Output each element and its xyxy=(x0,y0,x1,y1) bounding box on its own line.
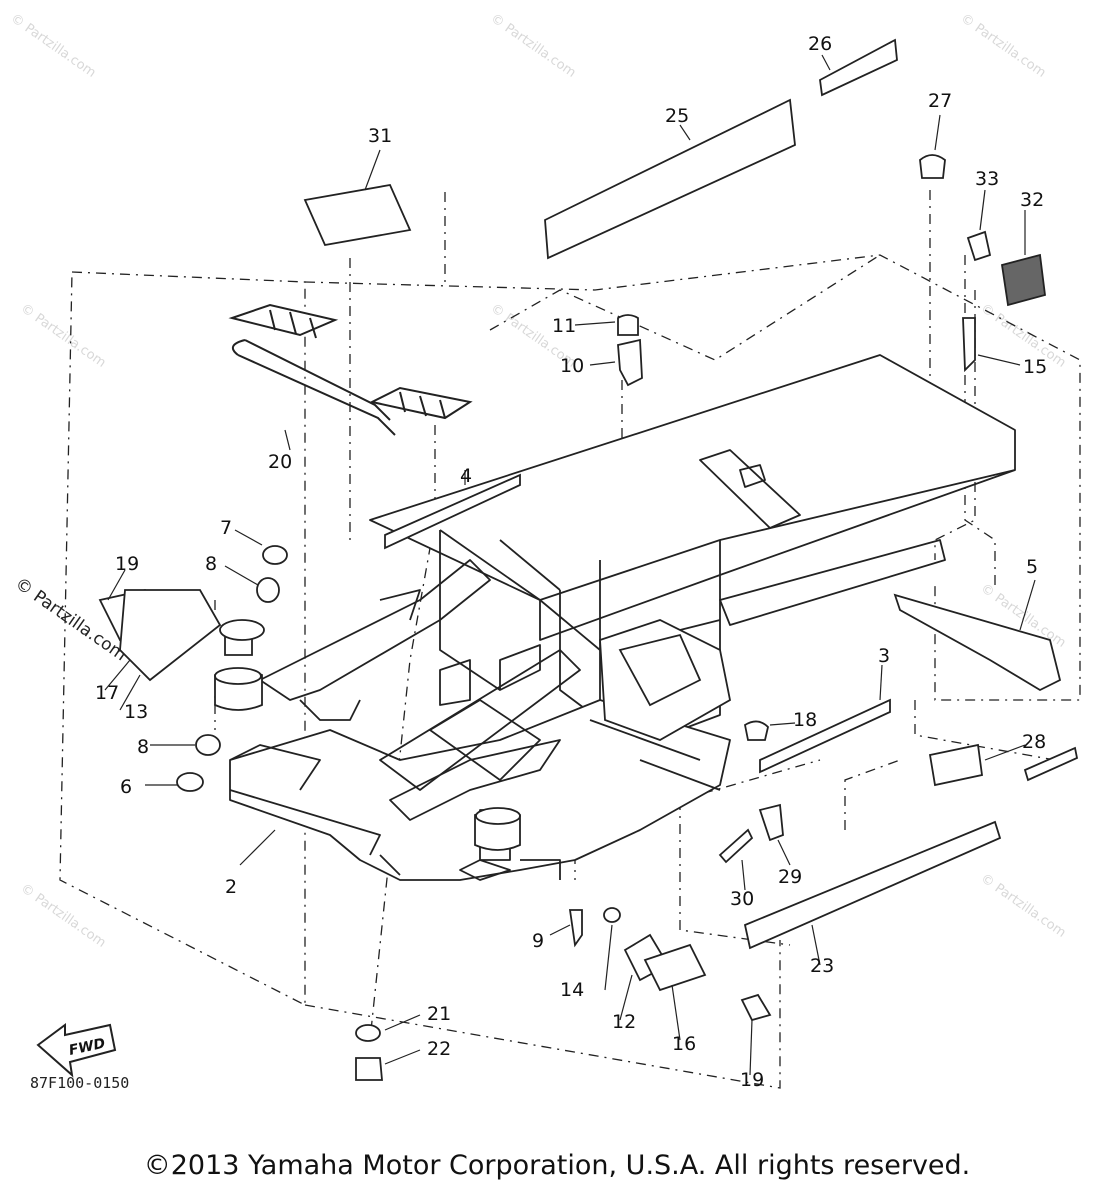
bolt-15 xyxy=(962,317,976,373)
washer-14 xyxy=(603,907,621,923)
fwd-label: FWD xyxy=(68,1036,107,1059)
callout-14: 14 xyxy=(560,979,584,1001)
callout-numbers: 2 3 4 5 6 7 8 8 9 10 11 12 13 14 15 16 1… xyxy=(95,33,1047,1091)
lower-chassis xyxy=(229,699,731,881)
callout-5: 5 xyxy=(1026,556,1038,578)
runner-23 xyxy=(743,820,1002,950)
diagram-code: 87F100-0150 xyxy=(30,1074,130,1092)
loose-parts xyxy=(98,38,1079,1081)
forward-arrow-icon: FWD xyxy=(36,1023,117,1078)
strip-upper xyxy=(1023,746,1079,782)
callout-25: 25 xyxy=(665,105,689,127)
callout-31: 31 xyxy=(368,125,392,147)
watermark-text: © Partzilla.com xyxy=(18,881,109,951)
bushing-8-lower xyxy=(195,734,221,756)
callout-20: 20 xyxy=(268,451,292,473)
callout-17: 17 xyxy=(95,682,119,704)
callout-21: 21 xyxy=(427,1003,451,1025)
callout-8: 8 xyxy=(205,553,217,575)
callout-29: 29 xyxy=(778,866,802,888)
nut-11 xyxy=(617,314,639,336)
reflector-32 xyxy=(1000,253,1046,307)
trim-strip-26 xyxy=(819,38,898,97)
callout-16: 16 xyxy=(672,1033,696,1055)
callout-4: 4 xyxy=(460,465,472,487)
callout-6: 6 xyxy=(120,776,132,798)
callout-8: 8 xyxy=(137,736,149,758)
rails xyxy=(384,473,1062,774)
leader-lines xyxy=(104,54,1036,1076)
label-28 xyxy=(928,743,984,787)
rivet-30 xyxy=(718,828,754,864)
bracket-10 xyxy=(617,338,643,387)
callout-22: 22 xyxy=(427,1038,451,1060)
callout-12: 12 xyxy=(612,1011,636,1033)
watermark-text: © Partzilla.com xyxy=(488,11,579,81)
bushing-7 xyxy=(262,545,288,565)
callout-18: 18 xyxy=(793,709,817,731)
callout-30: 30 xyxy=(730,888,754,910)
watermark-text: © Partzilla.com xyxy=(978,871,1069,941)
callout-19: 19 xyxy=(740,1069,764,1091)
callout-19: 19 xyxy=(115,553,139,575)
callout-10: 10 xyxy=(560,355,584,377)
grommet-33 xyxy=(966,230,992,262)
side-cover-25 xyxy=(544,98,796,260)
boundary-lines xyxy=(59,190,1081,1089)
callout-11: 11 xyxy=(552,315,576,337)
callout-9: 9 xyxy=(532,930,544,952)
nut-21 xyxy=(355,1024,381,1042)
callout-33: 33 xyxy=(975,168,999,190)
bushing-8-upper xyxy=(256,577,280,603)
callout-28: 28 xyxy=(1022,731,1046,753)
callout-32: 32 xyxy=(1020,189,1044,211)
watermark-text: © Partzilla.com xyxy=(8,11,99,81)
spindles xyxy=(214,619,521,851)
callout-27: 27 xyxy=(928,90,952,112)
callout-23: 23 xyxy=(810,955,834,977)
bushing-6 xyxy=(176,772,204,792)
callout-2: 2 xyxy=(225,876,237,898)
nut-22 xyxy=(355,1057,383,1081)
callout-26: 26 xyxy=(808,33,832,55)
label-31 xyxy=(303,183,412,247)
rear-grab-bar xyxy=(228,303,473,436)
main-frame xyxy=(369,354,1016,746)
bolt-9 xyxy=(568,909,583,948)
copyright-notice: ©2013 Yamaha Motor Corporation, U.S.A. A… xyxy=(143,1150,971,1181)
callout-13: 13 xyxy=(124,701,148,723)
cap-27 xyxy=(919,154,946,179)
plug-18 xyxy=(743,720,769,741)
chaincase xyxy=(599,619,732,741)
damper-17 xyxy=(119,589,222,682)
bolt-19 xyxy=(740,993,772,1022)
callout-15: 15 xyxy=(1023,356,1047,378)
clip-29 xyxy=(758,803,784,842)
callout-3: 3 xyxy=(878,645,890,667)
watermark-text: © Partzilla.com xyxy=(958,11,1049,81)
damper-16 xyxy=(643,943,707,992)
watermark-text: © Partzilla.com xyxy=(18,301,109,371)
callout-7: 7 xyxy=(220,517,232,539)
